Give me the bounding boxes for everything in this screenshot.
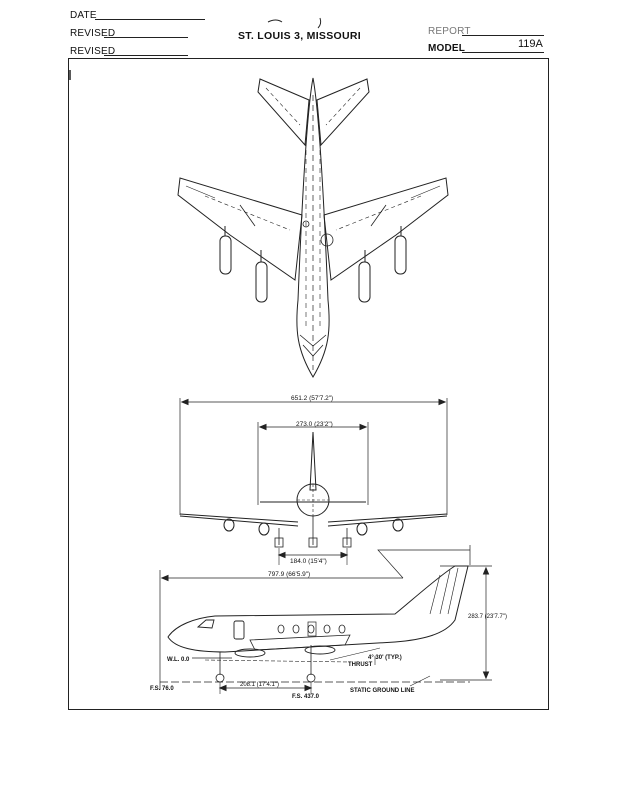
ground-line-label: STATIC GROUND LINE — [350, 688, 414, 694]
dim-height-text: 283.7 (23'7.7") — [468, 614, 507, 620]
front-wing — [179, 513, 448, 527]
dim-wing-span-text: 651.2 (57'7.2") — [291, 395, 333, 402]
fs-nose-label: F.S. 76.0 — [150, 686, 174, 692]
model-value: 119A — [518, 38, 543, 50]
dim-tail-span-text: 273.0 (23'2") — [296, 421, 333, 428]
revised-label-2: REVISED — [70, 46, 116, 57]
side-engine-2 — [304, 645, 336, 655]
model-label: MODEL — [428, 43, 466, 54]
plan-wing-left — [177, 177, 303, 281]
front-view — [179, 398, 448, 565]
fs-main-label: F.S. 437.0 — [292, 694, 320, 700]
revised-label-1: REVISED — [70, 28, 116, 39]
plan-wing-right — [323, 177, 449, 281]
thrust-angle-label: 4° 30' (TYP.) — [368, 655, 402, 661]
date-label: DATE — [70, 10, 97, 21]
dim-length-text: 797.9 (66'5.9") — [268, 571, 310, 578]
side-door — [233, 620, 245, 640]
report-line — [462, 35, 544, 36]
drawing-frame — [68, 58, 549, 710]
plan-htail-left — [257, 78, 310, 147]
dim-tread-text: 184.0 (15'4") — [290, 558, 327, 565]
front-engine-4 — [392, 518, 404, 532]
front-engine-1 — [223, 518, 235, 532]
report-label: REPORT — [428, 26, 471, 37]
plan-fuselage — [296, 77, 330, 378]
front-engine-2 — [258, 522, 270, 536]
wl-label: W.L. 0.0 — [167, 657, 190, 663]
thrust-label: THRUST — [348, 662, 373, 668]
plan-view — [177, 77, 449, 378]
dim-wheelbase-text: 208.1 (17'4.1") — [240, 682, 279, 688]
city-title: ST. LOUIS 3, MISSOURI — [238, 30, 361, 42]
front-engine-3 — [356, 522, 368, 536]
date-line — [95, 19, 205, 20]
revised-line-1 — [104, 37, 188, 38]
side-view — [159, 545, 492, 694]
side-fuselage — [167, 565, 469, 653]
revised-line-2 — [104, 55, 188, 56]
header-scribble — [267, 17, 322, 29]
plan-htail-right — [316, 78, 370, 147]
side-engine-1 — [234, 648, 266, 658]
model-line — [462, 52, 544, 53]
